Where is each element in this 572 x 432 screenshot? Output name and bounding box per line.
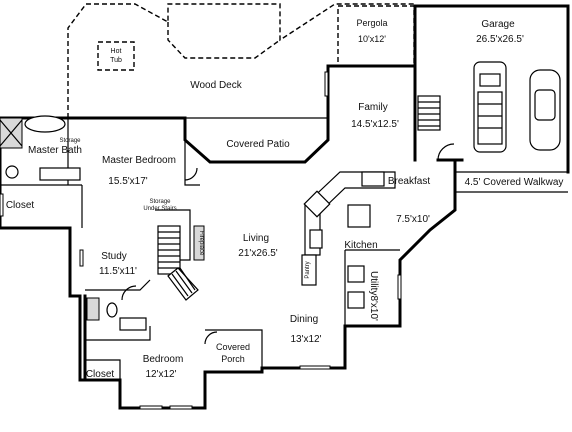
garage-door-swing [437, 143, 455, 161]
closet-window [0, 193, 4, 217]
master-bath-label: Master Bath [28, 145, 82, 156]
utility-window [397, 274, 402, 300]
bedroom-wall [184, 140, 200, 186]
bedroom-door-swing [184, 167, 198, 181]
porch-wall [205, 329, 263, 372]
closet-bottom-label: Closet [86, 369, 115, 380]
master-bedroom-size: 15.5'x17' [108, 176, 147, 187]
car-icon [529, 69, 561, 151]
family-name: Family [358, 102, 387, 113]
covered-porch-1: Covered [216, 342, 250, 352]
wood-deck-label: Wood Deck [190, 80, 243, 91]
kitchen-sink [361, 171, 385, 187]
utility-wall [344, 249, 400, 326]
storage-top-label: Storage [59, 138, 81, 144]
master-toilet [5, 165, 19, 179]
storage-under-stairs-2: Under Stairs [143, 206, 176, 212]
utility-label: Utility8'x10' [368, 271, 379, 321]
hall-toilet [106, 302, 118, 318]
closet-bottom-wall [85, 359, 121, 380]
hot-tub-label-2: Tub [110, 57, 122, 64]
pergola-size: 10'x12' [358, 34, 386, 44]
porch-door-swing [204, 331, 218, 345]
dryer [347, 291, 365, 309]
corner-unit [303, 190, 331, 218]
bathtub [24, 115, 66, 133]
pantry-box [301, 254, 317, 286]
living-name: Living [243, 233, 269, 244]
bedroom-window-1 [139, 405, 163, 410]
family-size: 14.5'x12.5' [351, 119, 399, 130]
fireplace-box [193, 225, 205, 261]
kitchen-label: Kitchen [344, 240, 377, 251]
covered-porch-2: Porch [221, 354, 245, 364]
hall-vanity [119, 317, 147, 331]
hall-shower [86, 297, 100, 321]
breakfast-name: Breakfast [388, 176, 430, 187]
study-door-swing [121, 285, 137, 301]
living-size: 21'x26.5' [238, 248, 277, 259]
study-window [79, 249, 84, 267]
study-size: 11.5'x11' [99, 266, 137, 277]
storage-under-stairs-1: Storage [149, 199, 171, 205]
study-wall [85, 279, 151, 291]
bedroom-size: 12'x12' [145, 369, 176, 380]
bedroom-name: Bedroom [143, 354, 184, 365]
wood-deck-inner-outline [167, 22, 281, 59]
truck-icon [473, 61, 507, 153]
breakfast-size: 7.5'x10' [396, 214, 430, 225]
bath-vanity [39, 167, 81, 181]
dining-window [299, 365, 331, 370]
wood-deck-outline [67, 3, 416, 118]
hot-tub-label-1: Hot [111, 48, 122, 55]
dining-name: Dining [290, 314, 318, 325]
garage-size: 26.5'x26.5' [476, 34, 524, 45]
shower-grid [0, 119, 23, 147]
closet-left-label: Closet [6, 200, 35, 211]
pantry-label: Pantry [305, 261, 311, 278]
dining-size: 13'x12' [290, 334, 321, 345]
fireplace-label: Fireplace [198, 231, 204, 256]
kitchen-island-cooktop [347, 204, 371, 228]
garage-name: Garage [481, 19, 515, 30]
hot-tub-outline [97, 41, 135, 71]
covered-patio-outline [184, 117, 329, 163]
master-bedroom-name: Master Bedroom [102, 155, 176, 166]
covered-walkway-label: 4.5' Covered Walkway [465, 177, 564, 188]
main-stairs [157, 225, 199, 301]
study-name: Study [101, 251, 127, 262]
family-stairs [417, 95, 441, 131]
washer [347, 265, 365, 283]
walkway-lines [455, 171, 568, 193]
covered-patio-label: Covered Patio [226, 139, 290, 150]
fridge [309, 229, 323, 249]
hall-bath-wall [85, 326, 151, 341]
pergola-name: Pergola [356, 18, 387, 28]
bedroom-window-2 [169, 405, 193, 410]
family-window [324, 71, 329, 97]
